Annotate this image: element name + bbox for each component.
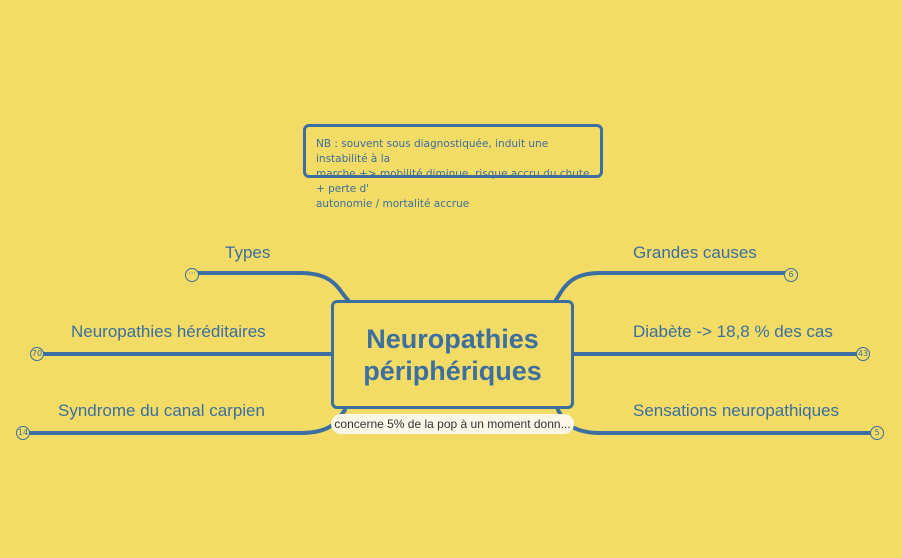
collapse-badge-syndrome-canal-carpien[interactable]: 14 <box>16 426 30 440</box>
collapse-badge-sensations-neuropathiques[interactable]: 5 <box>870 426 884 440</box>
branch-line-types <box>190 271 350 302</box>
branch-line-syndrome-canal-carpien <box>21 408 347 435</box>
note-line-3: autonomie / mortalité accrue <box>316 198 470 210</box>
branch-label-grandes-causes[interactable]: Grandes causes <box>633 243 757 262</box>
central-topic-summary[interactable]: concerne 5% de la pop à un moment donn..… <box>331 414 574 434</box>
branch-label-types[interactable]: Types <box>225 243 271 262</box>
branch-label-syndrome-canal-carpien[interactable]: Syndrome du canal carpien <box>58 401 265 420</box>
collapse-badge-types[interactable]: ··· <box>185 268 199 282</box>
central-topic[interactable]: Neuropathies périphériques <box>331 300 574 409</box>
branch-line-grandes-causes <box>554 271 793 302</box>
central-topic-line-2: périphériques <box>363 355 542 386</box>
note-line-1: NB : souvent sous diagnostiquée, induit … <box>316 138 549 165</box>
collapse-badge-diabete[interactable]: 43 <box>856 347 870 361</box>
central-topic-title: Neuropathies périphériques <box>353 323 553 387</box>
collapse-badge-neuropathies-hereditaires[interactable]: 70 <box>30 347 44 361</box>
note-line-2: marche +> mobilité diminue, risque accru… <box>316 168 590 195</box>
central-topic-line-1: Neuropathies <box>366 323 539 354</box>
note-box[interactable]: NB : souvent sous diagnostiquée, induit … <box>303 124 603 210</box>
branch-label-neuropathies-hereditaires[interactable]: Neuropathies héréditaires <box>71 322 266 341</box>
branch-label-sensations-neuropathiques[interactable]: Sensations neuropathiques <box>633 401 840 420</box>
branch-label-diabete[interactable]: Diabète -> 18,8 % des cas <box>633 322 833 341</box>
collapse-badge-grandes-causes[interactable]: 6 <box>784 268 798 282</box>
